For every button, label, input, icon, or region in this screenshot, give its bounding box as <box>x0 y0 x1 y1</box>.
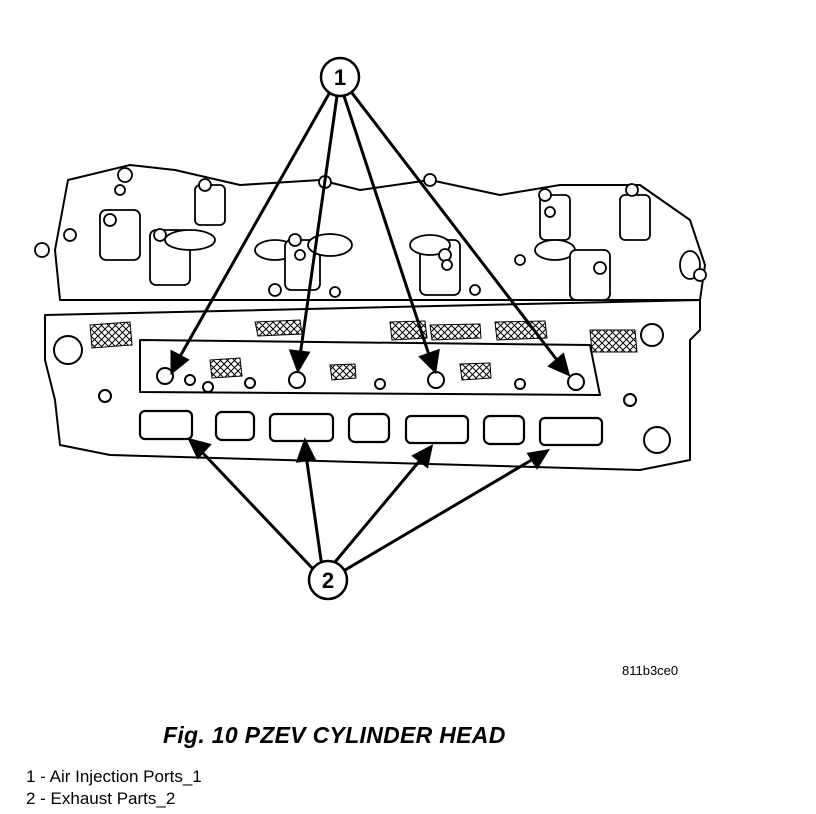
hatched-surfaces <box>89 319 638 381</box>
legend-item-2: 2 - Exhaust Parts_2 <box>26 789 176 808</box>
figure-code: 811b3ce0 <box>622 663 679 678</box>
air-injection-port <box>288 371 306 389</box>
callout-1-number: 1 <box>334 65 346 90</box>
callout-2: 2 <box>307 559 349 601</box>
exhaust-port <box>404 414 470 445</box>
exhaust-port <box>538 416 604 447</box>
callout-2-number: 2 <box>322 568 334 593</box>
valve-train-details <box>34 167 707 301</box>
air-injection-port <box>156 367 174 385</box>
exhaust-ports <box>138 409 604 447</box>
figure-caption: Fig. 10 PZEV CYLINDER HEAD <box>163 722 506 748</box>
exhaust-port <box>138 409 194 441</box>
exhaust-port <box>268 412 335 443</box>
callout-1: 1 <box>319 56 361 98</box>
cylinder-head-diagram: 1 2 <box>34 56 707 601</box>
air-injection-port <box>567 373 585 391</box>
callout-leaders <box>170 91 571 575</box>
air-injection-port <box>427 371 445 389</box>
legend: 1 - Air Injection Ports_1 2 - Exhaust Pa… <box>26 766 202 810</box>
air-injection-ports <box>98 367 637 407</box>
legend-item-1: 1 - Air Injection Ports_1 <box>26 767 202 786</box>
